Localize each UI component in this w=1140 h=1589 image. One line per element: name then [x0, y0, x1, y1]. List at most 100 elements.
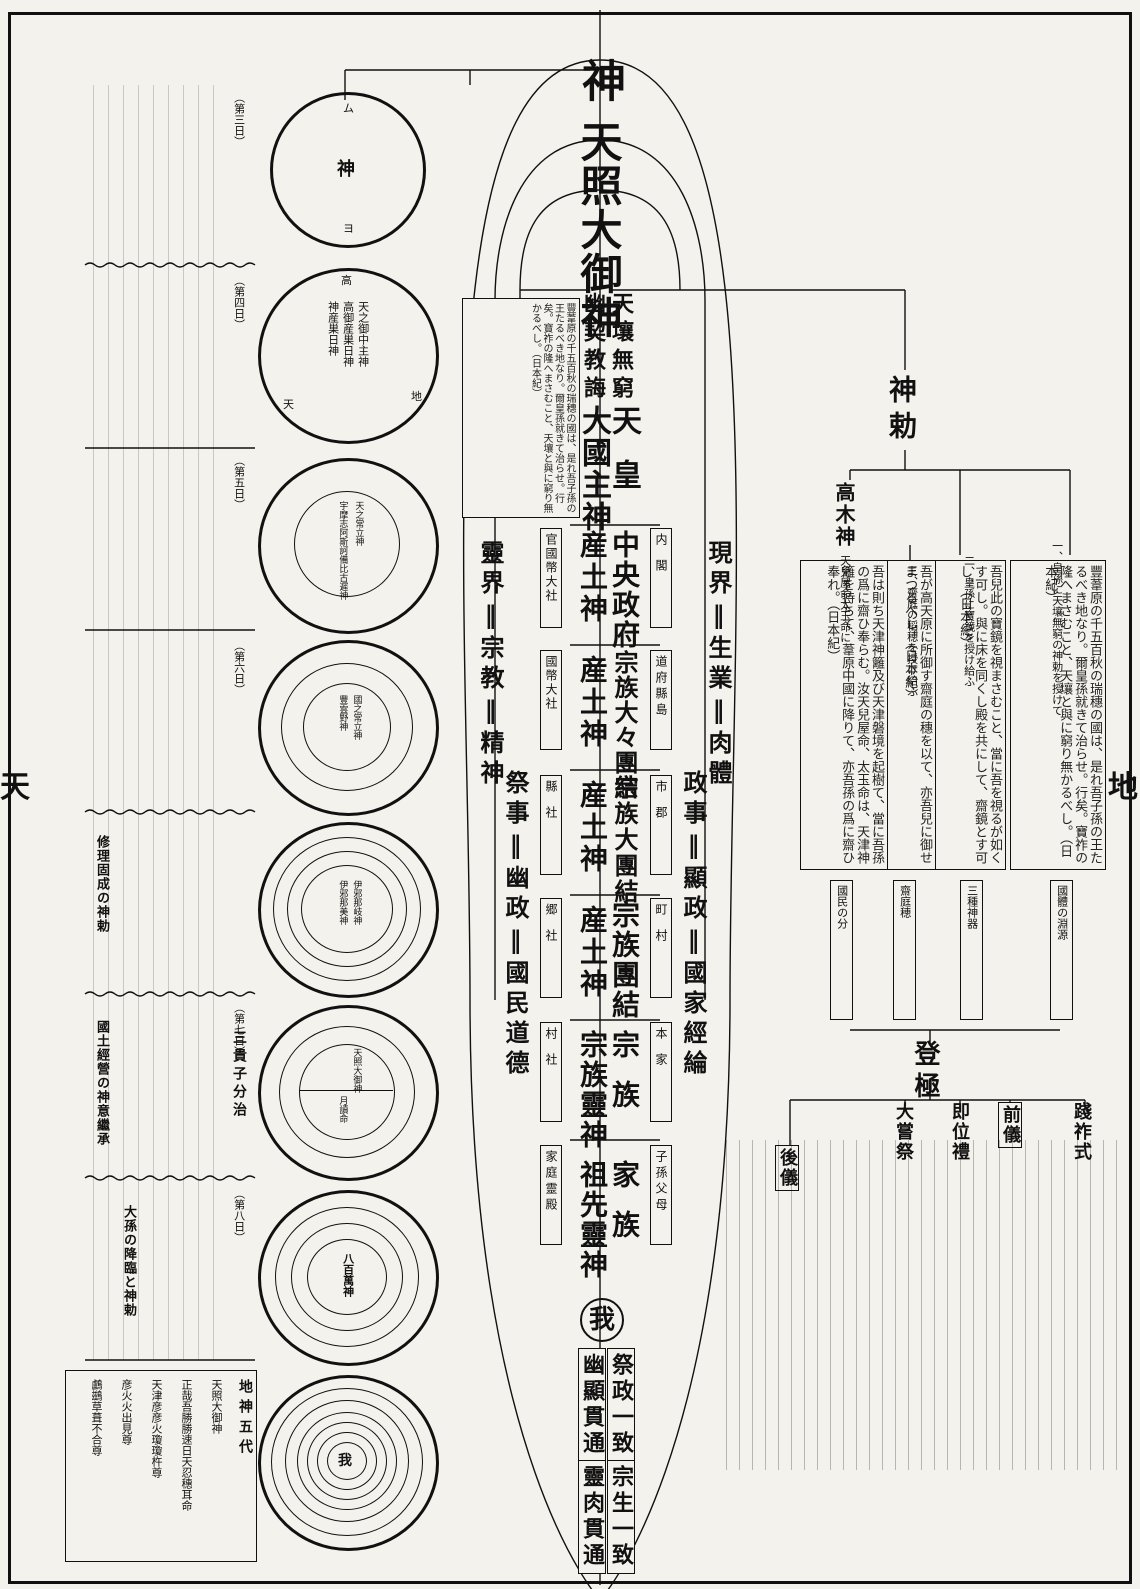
- left-section-8: （第八日）: [232, 1188, 246, 1243]
- band-politics-3: 國家經綸: [679, 960, 708, 1080]
- ritual-detail-area: [720, 1140, 1120, 1470]
- left-section-7: （第七日）: [232, 1002, 246, 1057]
- band-spirit-world: 靈界‖宗教‖精神: [476, 540, 505, 790]
- circle-4-ring-1: [281, 663, 413, 791]
- circle-4: 國之常立神 豐雲野神: [258, 640, 439, 816]
- chain-ubusuna-2: 産土神: [576, 655, 609, 751]
- chain-ubusuna-4: 産土神: [576, 905, 609, 1001]
- sub-head-sokuirei: 即位禮: [949, 1102, 970, 1162]
- circle-7-ring-3: [307, 1239, 387, 1315]
- circle-5-ring-3: [301, 865, 393, 953]
- circle-2-right: 地: [411, 390, 422, 403]
- band-spirit-world-3: 精神: [476, 730, 505, 790]
- decree-text-4: 吾は則ち天津神籬及び天津磐境を起樹て、當に吾孫の爲に齋ひ奉らむ。汝天兒屋命、太玉…: [800, 560, 888, 870]
- left-section-6: （第六日）: [232, 640, 246, 695]
- decree-caption-4: 天兒屋命太玉命に: [838, 555, 852, 643]
- box-main-house: 本家: [650, 1022, 672, 1122]
- chain-clan-great-great: 宗族大々團結: [610, 650, 639, 800]
- chain-ubusuna-1: 産土神: [576, 530, 609, 626]
- box-yuken-kantsu: 幽顯貫通: [578, 1348, 606, 1462]
- decree-text-4-body: 吾は則ち天津神籬及び天津磐境を起樹て、當に吾孫の爲に齋ひ奉らむ。汝天兒屋命、太玉…: [824, 565, 884, 864]
- circle-5-ring-1: [273, 837, 421, 981]
- circle-2-line-3: 神産巣日神: [326, 301, 340, 356]
- band-spirit-world-2: 宗教: [476, 635, 505, 695]
- circle-7-line-1: 八百萬神: [341, 1253, 355, 1297]
- band-ritual-3: 國民道德: [501, 960, 530, 1080]
- decree-caption-1: 一、皇孫に天壤無窮の神勅を授けて: [1050, 540, 1064, 716]
- circle-8-ring-1: [271, 1388, 423, 1536]
- decree-text-1: 豐葦原の千五百秋の瑞穗の國は、是れ吾子孫の王たるべき地なり。爾皇孫就きて治らせ。…: [1010, 560, 1106, 870]
- center-head-right: 天壤無窮: [608, 292, 634, 404]
- box-home-shrine: 家庭靈殿: [540, 1145, 562, 1245]
- band-politics-2: 顯政: [679, 865, 708, 925]
- circle-6-ring-1: [279, 1026, 415, 1158]
- heading-three-children: 三貴子分治: [231, 1030, 247, 1120]
- circle-5-ring-2: [287, 851, 407, 967]
- box-kanpei-taisha: 官國幣大社: [540, 528, 562, 628]
- circle-8: 我: [258, 1375, 439, 1551]
- decree-note-1: 國體の淵源: [1050, 880, 1073, 1020]
- decree-text-2: 吾兒此の寶鏡を視まさむこと、當に吾を視るが如くす可し。與に床を同くし殿を共にして…: [934, 560, 1006, 870]
- five-gen-2: 正哉吾勝勝速日天忍穗耳命: [180, 1379, 193, 1511]
- spine-amaterasu: 天照大御神: [574, 120, 623, 340]
- circle-4-line-2: 豐雲野神: [337, 695, 348, 731]
- circle-3-line-2: 宇摩志阿斯訶備比古遲神: [337, 501, 348, 600]
- decree-text-2-body: 吾兒此の寶鏡を視まさむこと、當に吾を視るが如くす可し。與に床を同くし殿を共にして…: [957, 565, 1002, 864]
- circle-1-bottom: ヨ: [343, 222, 354, 235]
- sub-head-daijosai: 大嘗祭: [893, 1102, 914, 1162]
- chain-ancestor-spirit: 祖先靈神: [576, 1160, 609, 1280]
- circle-3-line-1: 天之常立神: [353, 501, 364, 546]
- chain-ubusuna-3: 産土神: [576, 780, 609, 876]
- decree-note-3: 齋庭穂: [893, 880, 916, 1020]
- decree-text-3: 吾が高天原に所御す齋庭の穗を以て、亦吾兒に御せまつるべし。（日本紀）: [886, 560, 936, 870]
- decree-text-1-body: 豐葦原の千五百秋の瑞穗の國は、是れ吾子孫の王たるべき地なり。爾皇孫就きて治らせ。…: [1042, 565, 1102, 864]
- band-present-world-3: 肉體: [704, 730, 733, 790]
- heading-land-management: 國土經營の神意繼承: [94, 1020, 109, 1146]
- five-gen-1: 天照大御神: [210, 1379, 223, 1434]
- chain-tenno: 天皇: [606, 405, 641, 513]
- band-ritual-2: 幽政: [501, 865, 530, 925]
- circle-5: 伊邪那岐神 伊邪那美神: [258, 822, 439, 998]
- chain-clan: 宗族: [608, 1030, 641, 1130]
- chain-central-gov: 中央政府: [608, 530, 641, 650]
- circle-2-top: 高: [341, 274, 352, 287]
- note-block-center-text: 豐葦原の千五百秋の瑞穗の國は、是れ吾子孫の王たるべき地なり。爾皇孫就きて治らせ。…: [529, 303, 576, 513]
- center-head-left: 幽契教誨: [580, 292, 606, 404]
- five-gen-5: 鸕鷀草葺不合尊: [90, 1379, 103, 1456]
- chain-clan-great: 宗族大團結: [610, 775, 639, 905]
- five-gen-3: 天津彦彦火瓊瓊杵尊: [150, 1379, 163, 1478]
- decree-text-3-body: 吾が高天原に所御す齋庭の穗を以て、亦吾兒に御せまつるべし。（日本紀）: [902, 565, 932, 864]
- circle-6-ring-2: [299, 1044, 395, 1140]
- band-present-world: 現界‖生業‖肉體: [704, 540, 733, 790]
- band-spirit-world-1: 靈界: [476, 540, 505, 600]
- chain-clan-unity: 宗族團結: [608, 900, 641, 1020]
- box-saisei-itchi: 祭政一致: [607, 1348, 635, 1462]
- sub-head-senso: 踐祚式: [1071, 1102, 1092, 1162]
- note-block-center: 豐葦原の千五百秋の瑞穗の國は、是れ吾子孫の王たるべき地なり。爾皇孫就きて治らせ。…: [462, 298, 580, 518]
- left-section-3: （第三日）: [232, 92, 246, 147]
- enthronement-title: 登極: [910, 1040, 940, 1104]
- box-cabinet: 内閣: [650, 528, 672, 628]
- circle-6-line-2: 月讀命: [337, 1096, 348, 1123]
- decree-note-2: 三種神器: [960, 880, 983, 1020]
- spine-kami: 神: [574, 58, 625, 104]
- box-sonsha: 村社: [540, 1022, 562, 1122]
- box-sosei-itchi: 宗生一致: [607, 1460, 635, 1574]
- box-city: 市郡: [650, 775, 672, 875]
- circle-8-ring-6: [327, 1442, 367, 1480]
- band-politics-1: 政事: [679, 770, 708, 830]
- ego-oval: 我: [580, 1298, 624, 1342]
- left-section-5: （第五日）: [232, 455, 246, 510]
- circle-7-ring-2: [291, 1223, 403, 1331]
- circle-8-ring-3: [297, 1412, 397, 1510]
- circle-6-line-1: 天照大御神: [351, 1048, 362, 1093]
- decree-caption-2: 二、皇孫に寶鏡を授け給ふ: [962, 555, 976, 687]
- band-politics: 政事‖顯政‖國家經綸: [679, 770, 708, 1080]
- side-label-heaven: 天: [0, 770, 30, 805]
- circle-7-ring-1: [275, 1207, 419, 1347]
- sub-head-zengi: 前儀: [998, 1102, 1022, 1148]
- left-text-area: [85, 85, 225, 1360]
- kami-decree-title: 神勅: [885, 375, 918, 447]
